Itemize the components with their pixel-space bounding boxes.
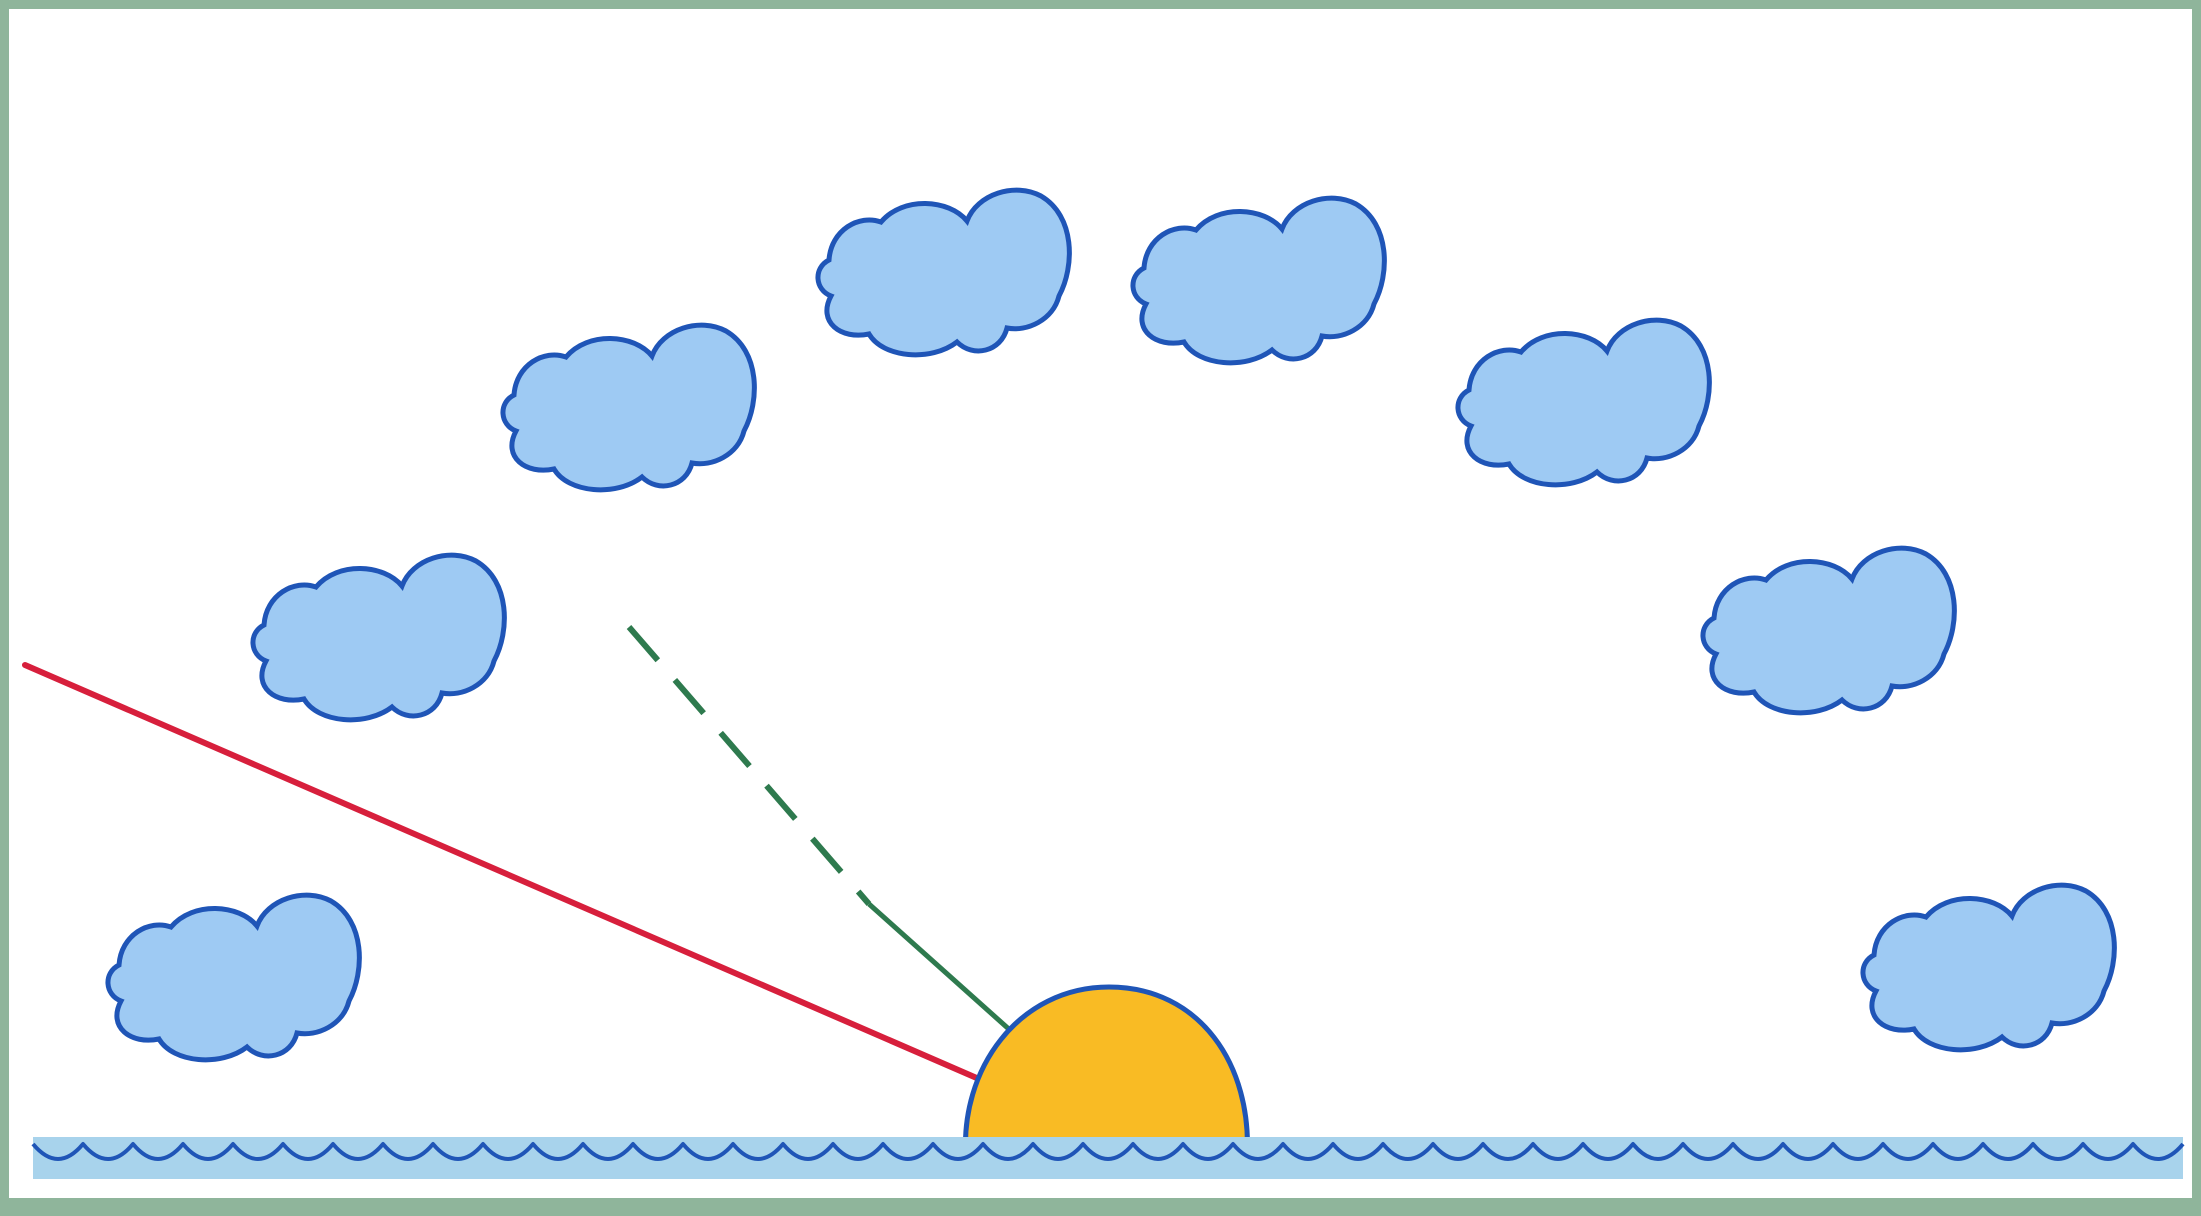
cloud-4 [818, 190, 1069, 355]
cloud-3 [503, 325, 754, 490]
rising-sun [965, 987, 1247, 1159]
green-ray-solid-segment [869, 904, 1011, 1031]
cloud-8 [1863, 885, 2114, 1050]
cloud-7 [1703, 548, 1954, 713]
clouds-group [108, 190, 2114, 1060]
cloud-1 [108, 895, 359, 1060]
green-ray-dashed-segment [629, 627, 869, 904]
cloud-2 [253, 555, 504, 720]
cloud-6 [1458, 320, 1709, 485]
cloud-5 [1133, 198, 1384, 363]
sunrise-diagram [9, 9, 2201, 1216]
